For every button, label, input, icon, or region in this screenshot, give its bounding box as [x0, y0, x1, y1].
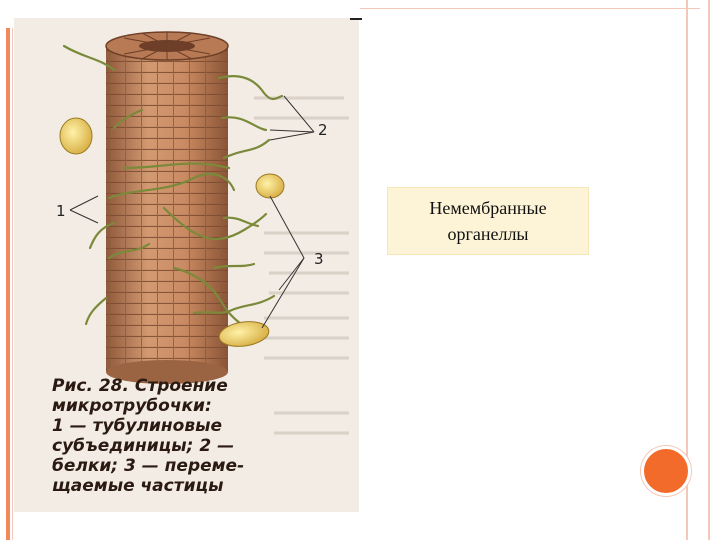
slide-left-accent-bar — [6, 28, 10, 540]
slide-frame-right-border — [686, 0, 710, 540]
slide-frame-top-line — [360, 8, 700, 9]
transported-particles — [59, 117, 285, 347]
caption-line: микротрубочки: — [52, 396, 212, 416]
slide-title-line1: Немембранные — [429, 198, 547, 218]
microtubule-illustration — [59, 31, 349, 435]
orange-circle-decoration — [641, 446, 691, 496]
protein-filaments — [62, 44, 284, 328]
microtubule-cylinder — [105, 31, 229, 384]
caption-line: щаемые частицы — [52, 476, 224, 496]
figure-corner-mark — [350, 18, 362, 20]
figure-caption: Рис. 28. Строение микротрубочки: 1 — туб… — [52, 376, 352, 496]
slide-title-line2: органеллы — [447, 224, 529, 244]
caption-line: Рис. 28. Строение — [52, 376, 228, 396]
slide-title-box: Немембранные органеллы — [388, 188, 588, 254]
microtubule-figure: 2 1 3 Рис. 28. Строение микротрубочки: 1… — [14, 18, 359, 512]
caption-line: белки; 3 — переме- — [52, 456, 245, 476]
caption-line: 1 — тубулиновые — [52, 416, 222, 436]
label-1: 1 — [56, 202, 66, 220]
slide-left-thin-line — [12, 28, 13, 540]
label-3: 3 — [314, 250, 324, 268]
caption-line: субъединицы; 2 — — [52, 436, 235, 456]
leader-lines — [69, 95, 315, 329]
label-2: 2 — [318, 121, 328, 139]
